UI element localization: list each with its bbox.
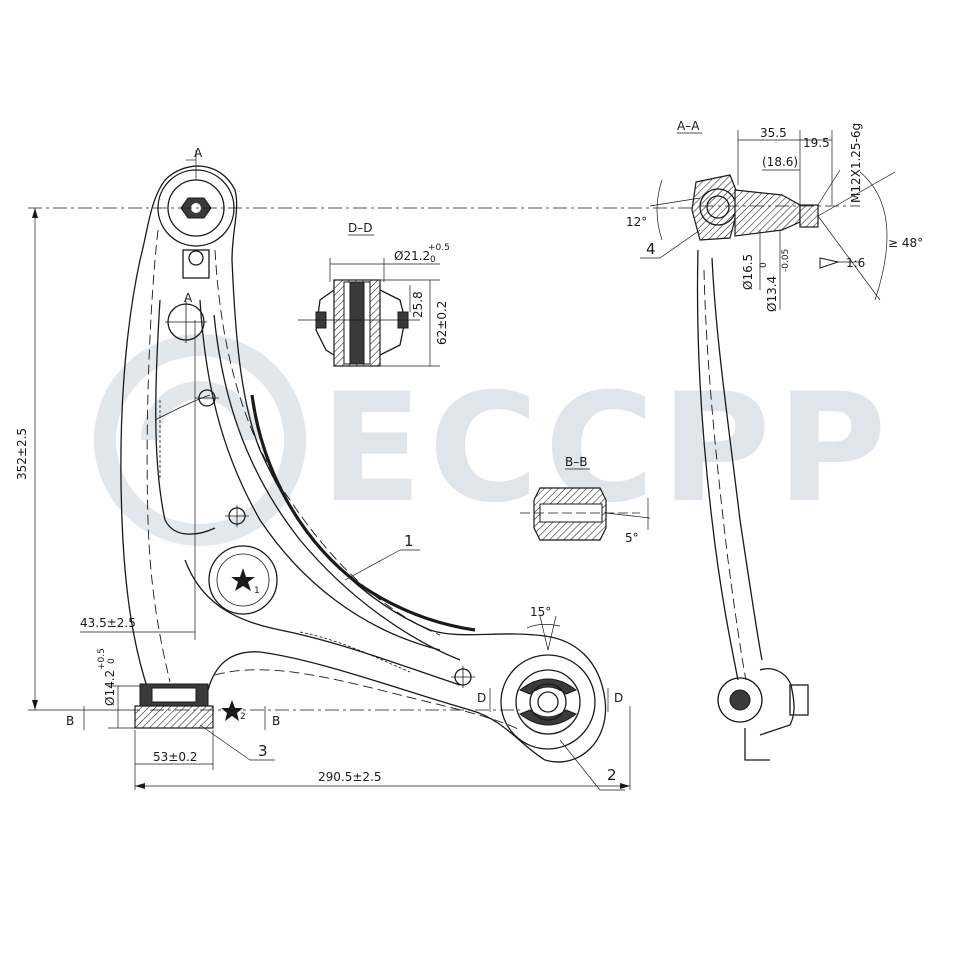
aa-angle-12: 12° [626,215,647,229]
aa-angle-48: ≥ 48° [888,236,923,250]
callouts: 1 2 3 [199,532,625,791]
bb-angle: 5° [625,531,639,545]
section-mark-b-left: B [66,714,74,728]
dim-offset: 43.5±2.5 [80,616,136,630]
section-aa-title: A–A [677,119,700,133]
dd-bore-tol-up: +0.5 [428,243,450,253]
dd-bore-tol-low: 0 [430,255,436,265]
section-mark-d-right: D [614,691,623,705]
aa-thread: M12X1.25-6g [849,123,863,203]
section-aa: A–A 35.5 19.5 (18.6) M12X1.25-6g 12° ≥ 4… [626,119,923,761]
dim-width-53: 53±0.2 [153,750,197,764]
section-dd-title: D–D [348,221,372,235]
callout-1: 1 [404,532,414,550]
aa-16: Ø16.5 [741,254,755,290]
main-dimensions: 352±2.5 43.5±2.5 Ø14.2 +0.5 0 53±0.2 290… [15,146,700,790]
section-bb-title: B–B [565,455,587,469]
star-1-label: 1 [254,586,260,596]
section-bb: B–B 5° [520,455,651,545]
section-dd: D–D Ø21.2 +0.5 0 25.8 62±0.2 [298,221,450,367]
mount-hole [208,545,278,615]
dd-62: 62±0.2 [435,301,449,345]
section-mark-a-mid: A [184,291,193,305]
ball-stud [734,189,801,237]
front-bushing [134,705,214,729]
ball-joint-housing [691,174,741,241]
dim-height: 352±2.5 [15,428,29,480]
dim-length: 290.5±2.5 [318,770,382,784]
aa-18: (18.6) [762,155,798,169]
star-icon [231,568,255,591]
callout-3: 3 [258,742,268,760]
dim-bore-14: Ø14.2 [103,670,117,706]
aa-13: Ø13.4 [765,276,779,312]
dim-angle-15: 15° [530,605,551,619]
aa-13-tol-low: -0.05 [781,249,791,272]
watermark-logo [94,334,306,546]
aa-taper: 1:6 [846,256,865,270]
dd-25: 25.8 [411,291,425,318]
section-mark-b-right: B [272,714,280,728]
star-icon [221,700,243,721]
dim-bore-14-tol-up: +0.5 [97,648,107,670]
aa-13-tol-up: 0 [759,262,769,268]
star-2-label: 2 [240,712,246,722]
callout-2: 2 [607,766,617,784]
section-mark-d-left: D [477,691,486,705]
callout-4: 4 [646,240,656,258]
section-mark-a-top: A [194,146,203,160]
rear-bushing-outer [500,654,596,750]
aa-35: 35.5 [760,126,787,140]
dd-bore: Ø21.2 [394,249,430,263]
dim-bore-14-tol-low: 0 [107,658,117,664]
aa-19: 19.5 [803,136,830,150]
